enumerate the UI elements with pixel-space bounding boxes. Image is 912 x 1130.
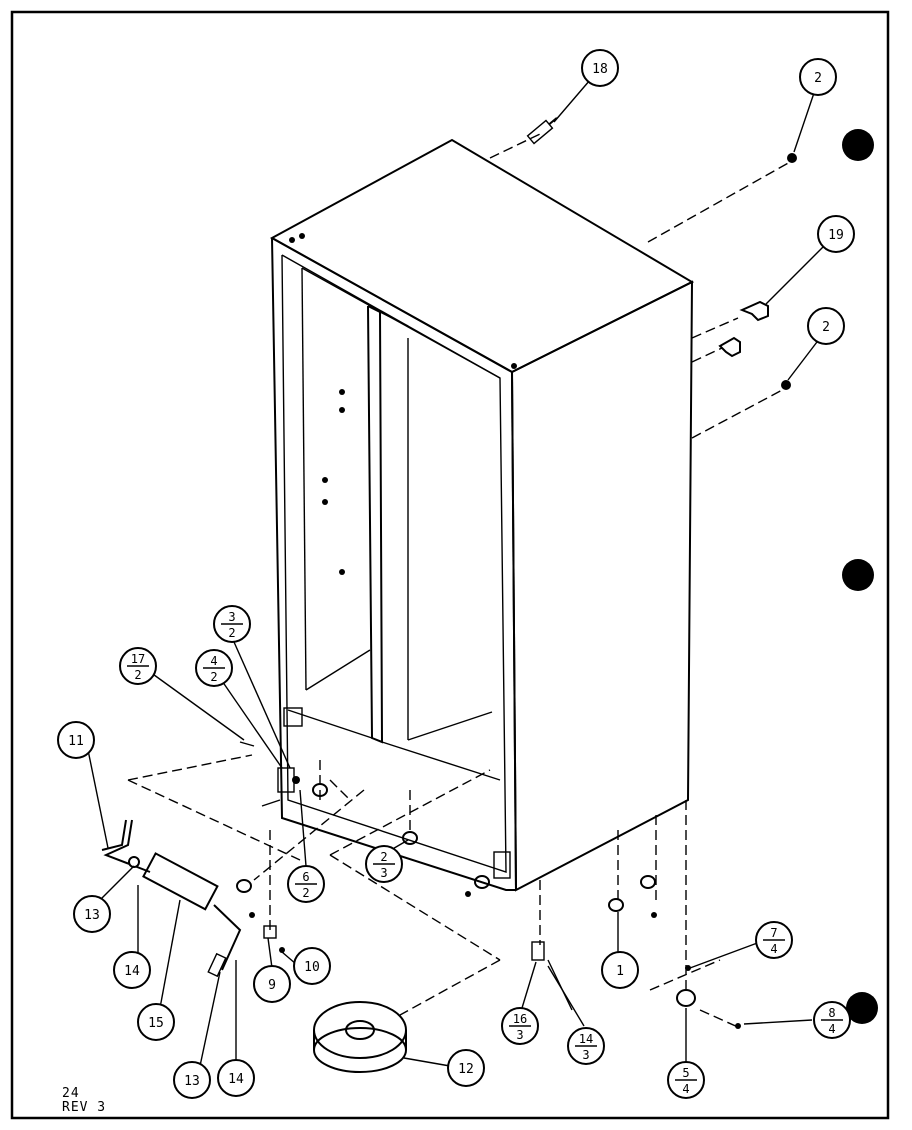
callout-17-over-2: 17 2 — [119, 647, 157, 685]
svg-text:19: 19 — [828, 228, 844, 243]
callout-19: 19 — [817, 215, 855, 253]
svg-text:9: 9 — [268, 978, 276, 993]
callout-14-over-3: 14 3 — [567, 1027, 605, 1065]
svg-text:3: 3 — [380, 866, 387, 880]
binder-hole-middle — [842, 559, 874, 591]
callout-13-upper: 13 — [73, 895, 111, 933]
svg-text:4: 4 — [682, 1082, 689, 1096]
svg-text:13: 13 — [84, 908, 100, 923]
callout-2-lower: 2 — [807, 307, 845, 345]
explosion-lines — [127, 133, 791, 1029]
callout-1: 1 — [601, 951, 639, 989]
svg-text:16: 16 — [513, 1012, 527, 1026]
svg-text:1: 1 — [616, 964, 624, 979]
svg-text:2: 2 — [302, 886, 309, 900]
insulation-ring — [313, 1001, 407, 1073]
callout-8-over-4: 8 4 — [813, 1001, 851, 1039]
binder-hole-bottom — [846, 992, 878, 1024]
svg-text:18: 18 — [592, 62, 608, 77]
callout-15: 15 — [137, 1003, 175, 1041]
svg-text:13: 13 — [184, 1074, 200, 1089]
callout-5-over-4: 5 4 — [667, 1061, 705, 1099]
svg-text:2: 2 — [228, 626, 235, 640]
svg-text:14: 14 — [228, 1072, 244, 1087]
callout-18: 18 — [581, 49, 619, 87]
callout-16-over-3: 16 3 — [501, 1007, 539, 1045]
svg-text:4: 4 — [210, 654, 217, 668]
cabinet-assembly — [269, 138, 695, 892]
svg-text:6: 6 — [302, 870, 309, 884]
svg-text:11: 11 — [68, 734, 84, 749]
svg-text:8: 8 — [828, 1006, 835, 1020]
svg-text:15: 15 — [148, 1016, 164, 1031]
parts — [101, 117, 797, 1073]
svg-text:4: 4 — [828, 1022, 835, 1036]
binder-hole-top — [842, 129, 874, 161]
callout-3-over-2: 3 2 — [213, 605, 251, 643]
svg-text:2: 2 — [210, 670, 217, 684]
svg-text:2: 2 — [380, 850, 387, 864]
callout-10: 10 — [293, 947, 331, 985]
svg-text:3: 3 — [516, 1028, 523, 1042]
leader-lines — [87, 79, 827, 1067]
callout-9: 9 — [253, 965, 291, 1003]
callout-7-over-4: 7 4 — [755, 921, 793, 959]
page-border — [10, 10, 890, 1120]
callout-2-top: 2 — [799, 58, 837, 96]
callout-11: 11 — [57, 721, 95, 759]
svg-text:14: 14 — [579, 1032, 593, 1046]
svg-text:3: 3 — [228, 610, 235, 624]
svg-text:7: 7 — [770, 926, 777, 940]
svg-text:14: 14 — [124, 964, 140, 979]
svg-text:2: 2 — [822, 320, 830, 335]
svg-text:4: 4 — [770, 942, 777, 956]
svg-text:3: 3 — [582, 1048, 589, 1062]
callout-2-over-3: 2 3 — [365, 845, 403, 883]
svg-text:12: 12 — [458, 1062, 474, 1077]
callout-13-lower: 13 — [173, 1061, 211, 1099]
callout-14-lower: 14 — [217, 1059, 255, 1097]
svg-text:2: 2 — [134, 668, 141, 682]
svg-text:10: 10 — [304, 960, 320, 975]
callout-6-over-2: 6 2 — [287, 865, 325, 903]
revision-label: REV 3 — [62, 1100, 107, 1115]
svg-text:5: 5 — [682, 1066, 689, 1080]
callout-12: 12 — [447, 1049, 485, 1087]
svg-text:17: 17 — [131, 652, 145, 666]
callout-14-left: 14 — [113, 951, 151, 989]
callout-4-over-2: 4 2 — [195, 649, 233, 687]
svg-text:2: 2 — [814, 71, 822, 86]
page-number: 24 — [62, 1086, 80, 1101]
